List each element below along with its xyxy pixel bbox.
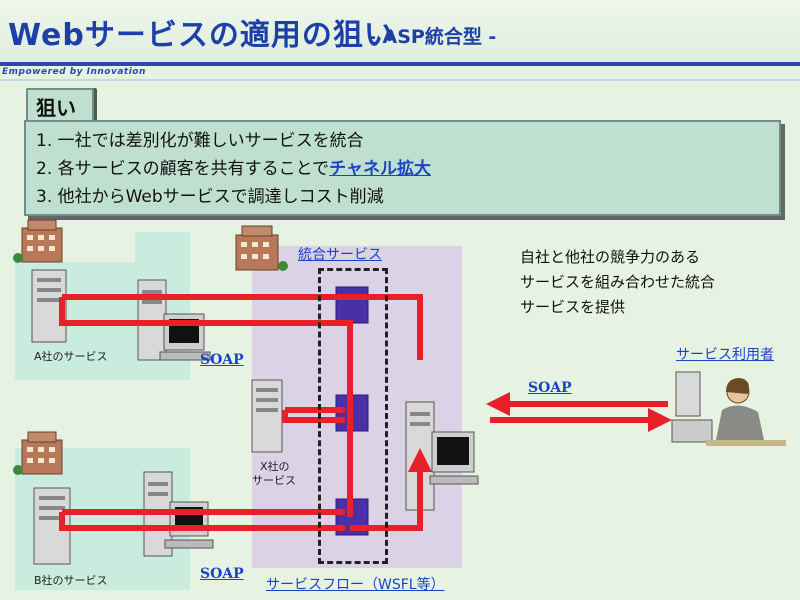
service-cube-1 (335, 286, 369, 324)
building-icon-b (13, 431, 63, 475)
aim-item-2-text: 2. 各サービスの顧客を共有することで (36, 159, 330, 179)
description-line-1: 自社と他社の競争力のある (520, 248, 701, 266)
service-user-label: サービス利用者 (676, 347, 774, 363)
description-line-2: サービスを組み合わせた統合 (520, 273, 716, 291)
service-user-figure (671, 371, 786, 446)
title-bar (0, 0, 800, 62)
tagline: Empowered by Innovation (2, 67, 146, 77)
integrated-service-label: 統合サービス (298, 247, 382, 263)
title-divider (0, 62, 800, 66)
aim-item-1-text: 1. 一社では差別化が難しいサービスを統合 (36, 131, 364, 151)
aim-box (24, 120, 781, 216)
company-x-label-1: X社の (260, 460, 290, 473)
service-flow-label: サービスフロー（WSFL等） (266, 577, 445, 593)
service-flow-lines (59, 294, 672, 531)
aim-item-2: 2. 各サービスの顧客を共有することでチャネル拡大 (36, 154, 431, 179)
page-subtitle: - ASP統合型 - (368, 26, 497, 48)
monitor-icon-integrated (429, 431, 479, 485)
channel-expansion-link[interactable]: チャネル拡大 (329, 159, 431, 179)
aim-item-3-text: 3. 他社からWebサービスで調達しコスト削減 (36, 187, 384, 207)
aim-tab-label: 狙い (36, 96, 76, 120)
aim-item-1: 1. 一社では差別化が難しいサービスを統合 (36, 126, 364, 151)
soap-label-b: SOAP (200, 566, 244, 582)
company-a-label: A社のサービス (34, 350, 108, 363)
company-x-label-2: サービス (252, 474, 296, 487)
company-b-label: B社のサービス (34, 574, 108, 587)
page-title: Webサービスの適用の狙い (8, 18, 395, 53)
tagline-divider (0, 79, 800, 81)
aim-tab (26, 88, 94, 122)
integrated-service-boundary (318, 268, 388, 564)
server-icon-x (251, 379, 283, 453)
building-icon-a (13, 219, 63, 263)
soap-label-a: SOAP (200, 352, 244, 368)
aim-item-3: 3. 他社からWebサービスで調達しコスト削減 (36, 182, 384, 207)
description-line-3: サービスを提供 (520, 298, 626, 316)
soap-label-user: SOAP (528, 380, 572, 396)
building-icon-x (235, 225, 288, 271)
